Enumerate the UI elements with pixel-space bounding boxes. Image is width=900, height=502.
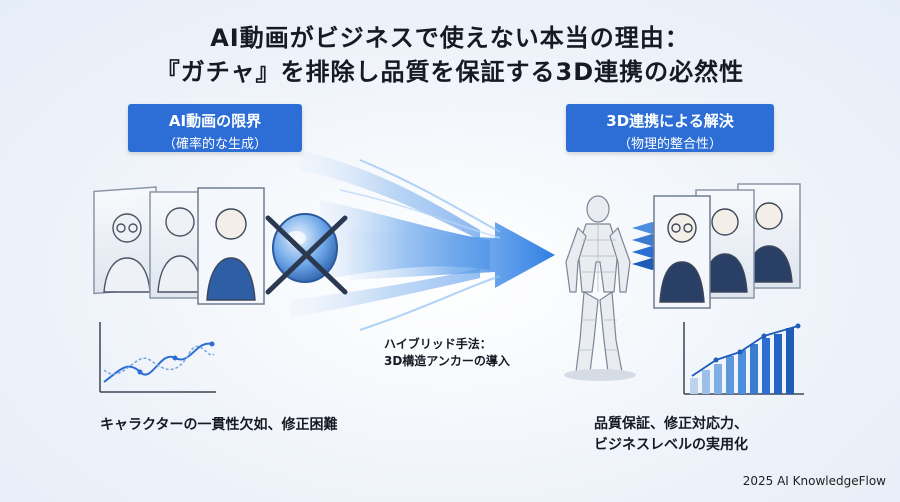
left-heading: AI動画の限界	[168, 112, 262, 130]
left-portrait-panels	[93, 186, 265, 305]
portrait-panel-1	[93, 186, 157, 295]
person-portrait-icon	[659, 213, 705, 303]
flow-arrow	[290, 150, 555, 331]
center-label: ハイブリッド手法： 3D構造アンカーの導入	[384, 336, 510, 370]
person-portrait-icon	[103, 213, 151, 293]
portrait-panel-6	[653, 195, 711, 309]
person-portrait-icon	[157, 207, 203, 293]
center-label-line-2: 3D構造アンカーの導入	[384, 354, 510, 368]
left-subheading: （確率的な生成）	[162, 137, 267, 152]
right-heading: 3D連携による解決	[606, 112, 734, 130]
right-subheading: （物理的整合性）	[617, 137, 722, 152]
title-line-2: 『ガチャ』を排除し品質を保証する3D連携の必然性	[155, 58, 745, 86]
left-heading-box: AI動画の限界 （確率的な生成）	[128, 104, 302, 152]
person-portrait-icon	[702, 208, 748, 293]
left-caption: キャラクターの一貫性欠如、修正困難	[100, 417, 338, 433]
right-portrait-panels	[653, 183, 801, 309]
cross-mark-icon	[265, 215, 348, 295]
crystal-ball-icon	[272, 213, 338, 283]
title-line-1: AI動画がビジネスで使えない本当の理由：	[210, 24, 690, 52]
footer-credit: 2025 AI KnowledgeFlow	[742, 474, 886, 488]
portrait-panel-3	[197, 187, 265, 305]
line-chart-icon	[99, 322, 216, 393]
right-caption: 品質保証、修正対応力、 ビジネスレベルの実用化	[594, 414, 748, 456]
bar-chart-icon	[683, 322, 804, 395]
right-heading-box: 3D連携による解決 （物理的整合性）	[566, 104, 774, 152]
center-label-line-1: ハイブリッド手法：	[384, 337, 492, 351]
right-caption-line-1: 品質保証、修正対応力、	[594, 416, 748, 432]
person-portrait-icon	[206, 208, 256, 301]
wireframe-figure-icon	[564, 195, 636, 381]
right-caption-line-2: ビジネスレベルの実用化	[594, 437, 748, 453]
